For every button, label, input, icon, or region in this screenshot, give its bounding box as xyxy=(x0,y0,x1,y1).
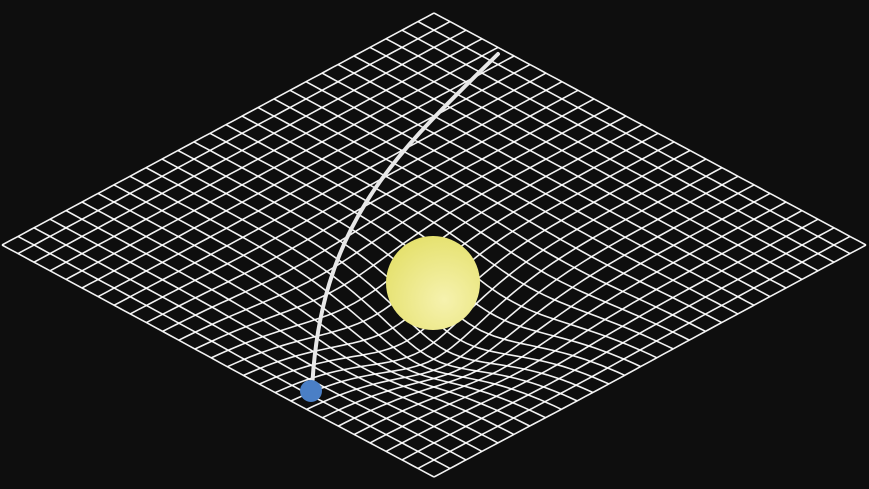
grid-line-a xyxy=(353,201,787,436)
grid-line-a xyxy=(33,29,467,263)
grid-line-b xyxy=(385,38,819,272)
light-path xyxy=(310,52,500,392)
grid-line-b xyxy=(433,12,867,246)
spacetime-grid xyxy=(1,12,867,478)
grid-line-b xyxy=(305,80,739,315)
grid-line-a xyxy=(337,192,771,427)
grid-line-b xyxy=(161,158,594,394)
grid-line-a xyxy=(433,244,867,478)
grid-line-b xyxy=(273,98,706,333)
grid-line-b xyxy=(81,201,515,436)
grid-line-b xyxy=(49,218,483,453)
grid-line-a xyxy=(274,158,707,394)
orbiting-body-dot xyxy=(300,380,322,402)
grid-line-a xyxy=(322,184,755,419)
grid-line-a xyxy=(81,55,515,289)
grid-line-a xyxy=(113,72,547,306)
grid-line-b xyxy=(33,227,467,461)
grid-line-b xyxy=(1,244,435,478)
grid-line-b xyxy=(257,106,690,341)
massive-body-sphere xyxy=(386,236,480,330)
grid-line-a xyxy=(417,235,851,470)
grid-line-b xyxy=(65,209,499,444)
grid-line-b xyxy=(353,55,787,289)
grid-line-a xyxy=(369,209,803,444)
grid-line-a xyxy=(306,175,739,411)
grid-line-b xyxy=(113,184,546,419)
grid-line-b xyxy=(401,29,835,263)
grid-line-b xyxy=(129,175,562,411)
grid-line-b xyxy=(97,192,531,427)
grid-line-a xyxy=(385,218,819,453)
grid-line-a xyxy=(49,38,483,272)
grid-line-b xyxy=(337,63,771,298)
grid-line-b xyxy=(321,72,755,306)
grid-line-a xyxy=(65,46,499,281)
grid-line-a xyxy=(129,80,563,315)
grid-line-b xyxy=(369,46,803,281)
grid-line-b xyxy=(289,89,723,324)
grid-line-b xyxy=(145,166,578,402)
grid-line-a xyxy=(194,115,627,350)
grid-line-a xyxy=(17,20,451,255)
grid-line-a xyxy=(97,63,531,298)
grid-line-a xyxy=(1,12,435,246)
grid-line-b xyxy=(17,235,451,470)
grid-line-a xyxy=(178,106,611,341)
grid-line-a xyxy=(162,98,595,333)
grid-line-b xyxy=(241,115,674,350)
grid-line-a xyxy=(401,227,835,461)
grid-line-a xyxy=(290,166,723,402)
